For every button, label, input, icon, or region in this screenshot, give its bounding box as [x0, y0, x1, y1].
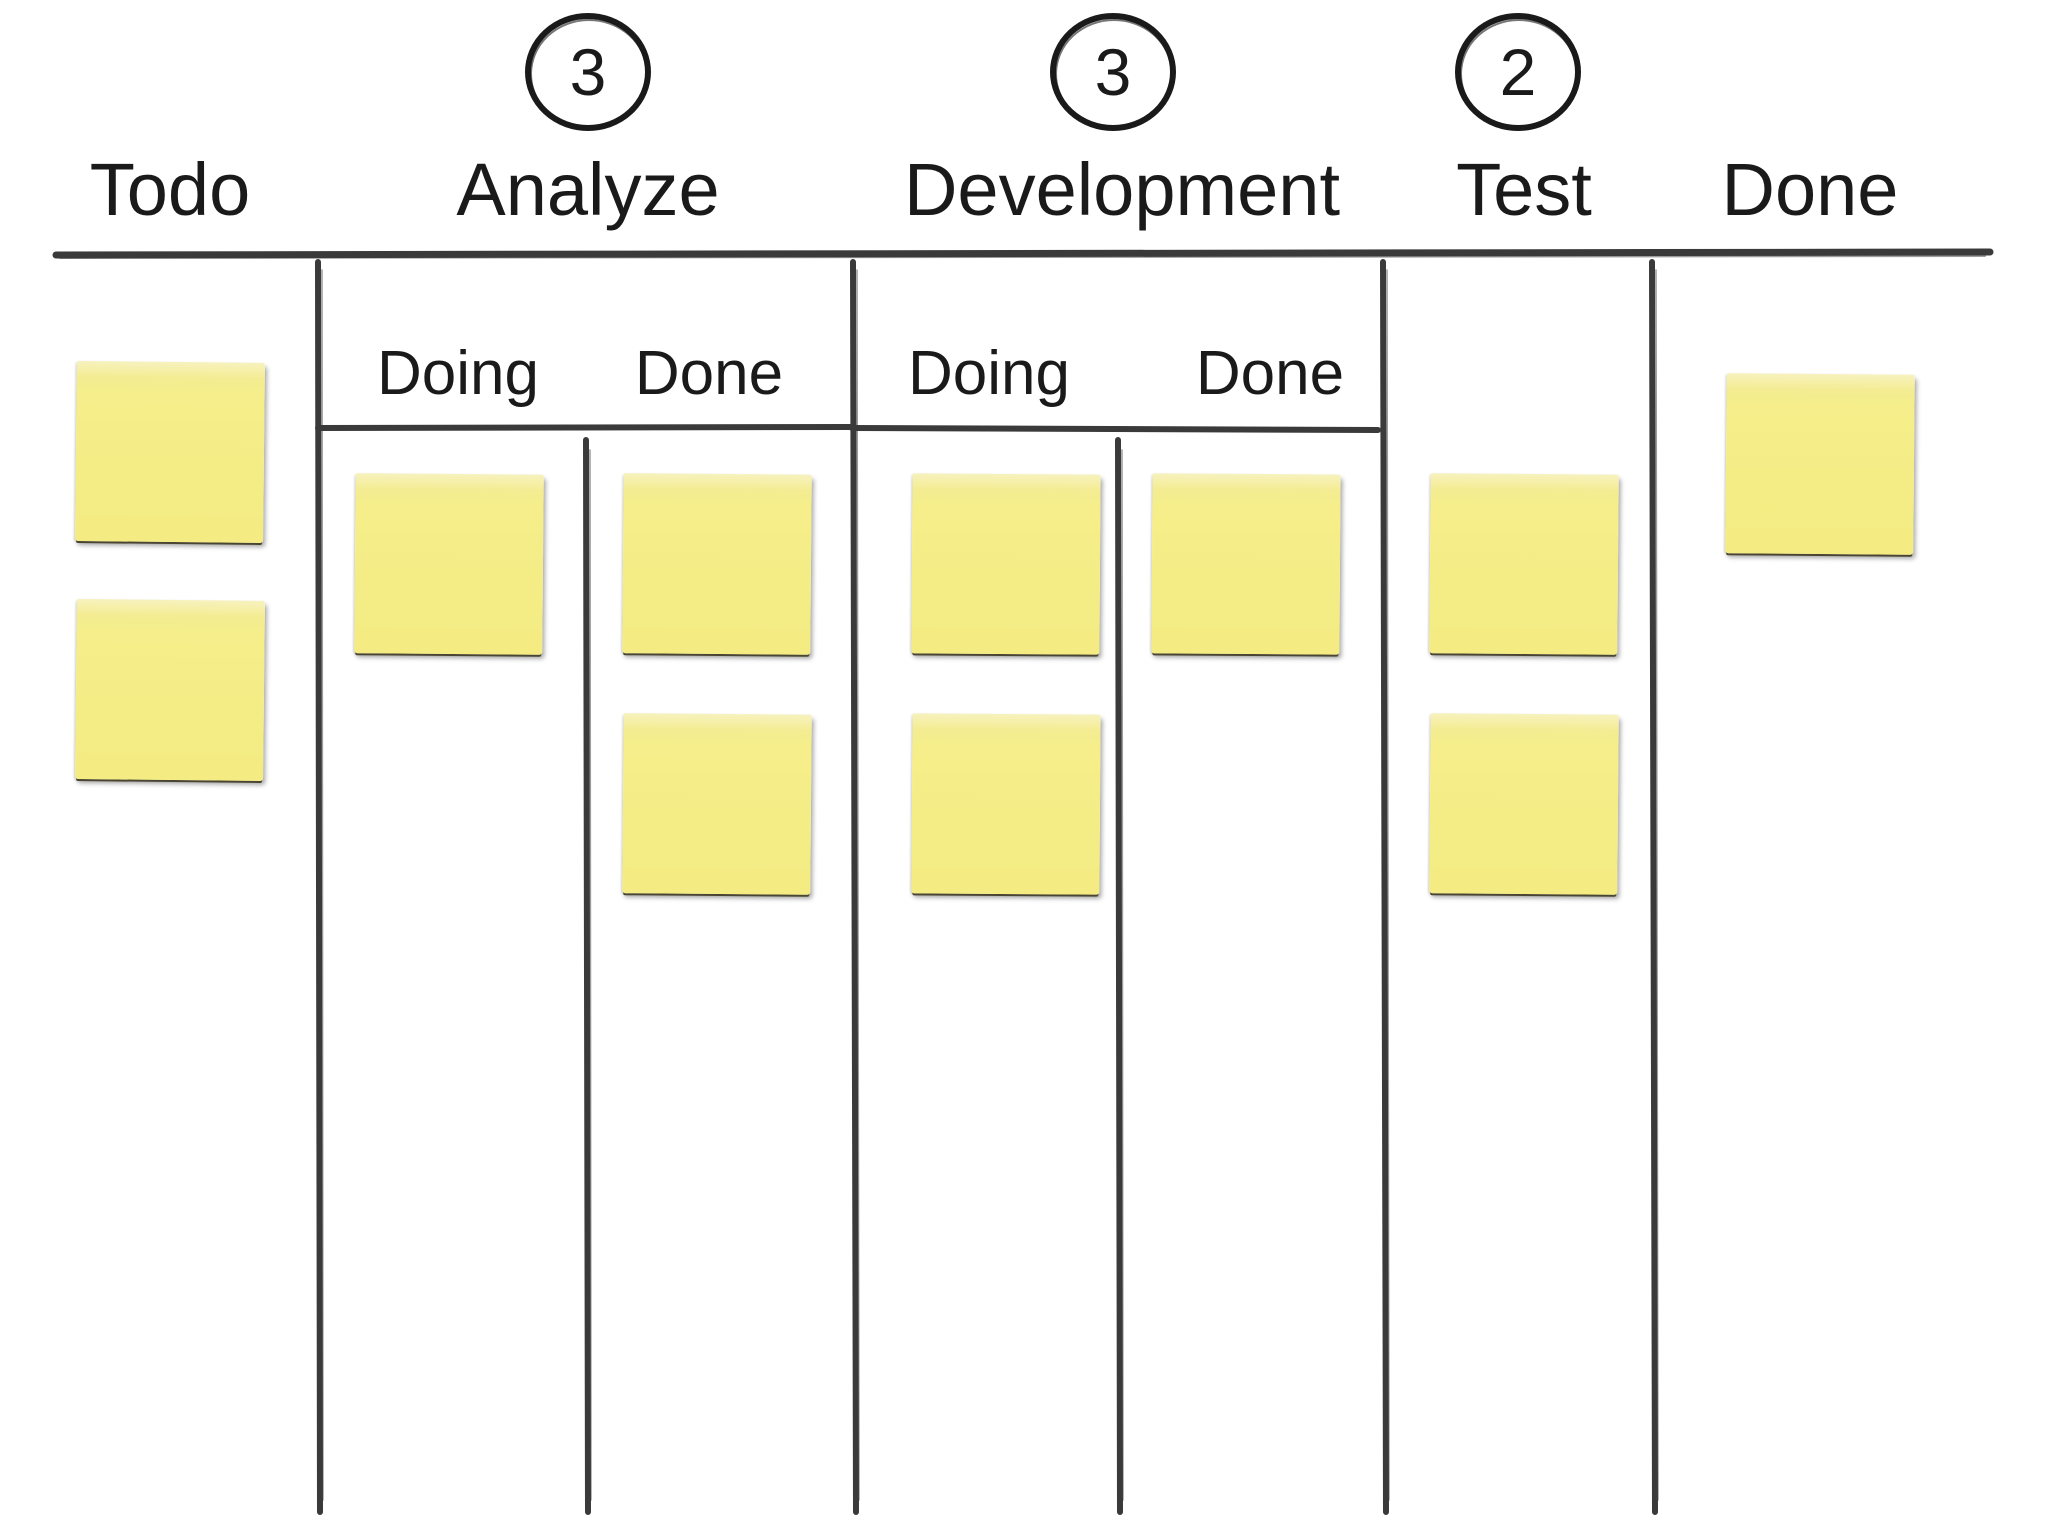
analyze-done-sticky-note-2[interactable]	[622, 713, 812, 895]
development-wip-value: 3	[1094, 35, 1132, 109]
divider-development-test	[1380, 259, 1389, 1515]
wip-circle-icon	[1050, 13, 1176, 131]
development-subcolumn-done: Done	[1195, 339, 1345, 408]
column-title-test: Test	[1456, 148, 1592, 231]
header-divider-line	[52, 248, 1994, 259]
analyze-subcolumn-done: Done	[634, 339, 784, 408]
analyze-subheader-line	[315, 424, 855, 431]
test-wip-limit: 2	[1453, 12, 1583, 132]
todo-sticky-note-1[interactable]	[75, 361, 265, 543]
analyze-done-sticky-note-1[interactable]	[622, 473, 812, 655]
analyze-subcolumn-doing: Doing	[377, 339, 539, 408]
analyze-wip-limit: 3	[523, 12, 653, 132]
divider-analyze-doing-done	[583, 437, 591, 1515]
development-doing-sticky-note-2[interactable]	[911, 713, 1101, 895]
divider-todo-analyze	[315, 259, 323, 1515]
wip-circle-icon	[525, 13, 651, 131]
development-wip-limit: 3	[1048, 12, 1178, 132]
development-done-sticky-note-1[interactable]	[1151, 473, 1341, 655]
column-title-done: Done	[1721, 148, 1899, 231]
done-sticky-note-1[interactable]	[1725, 373, 1915, 555]
development-subcolumn-doing: Doing	[908, 339, 1070, 408]
test-wip-value: 2	[1499, 35, 1537, 109]
analyze-doing-sticky-note-1[interactable]	[354, 473, 544, 655]
development-doing-sticky-note-1[interactable]	[911, 473, 1101, 655]
wip-circle-icon	[1455, 13, 1581, 131]
test-sticky-note-1[interactable]	[1429, 473, 1619, 655]
divider-test-done	[1649, 259, 1658, 1515]
test-sticky-note-2[interactable]	[1429, 713, 1619, 895]
divider-analyze-development	[850, 259, 859, 1515]
analyze-wip-value: 3	[569, 35, 607, 109]
development-subheader-line	[849, 425, 1381, 433]
column-title-analyze: Analyze	[456, 148, 720, 231]
column-title-development: Development	[903, 148, 1341, 231]
divider-development-doing-done	[1115, 437, 1123, 1515]
column-title-todo: Todo	[89, 148, 251, 231]
todo-sticky-note-2[interactable]	[75, 599, 265, 781]
